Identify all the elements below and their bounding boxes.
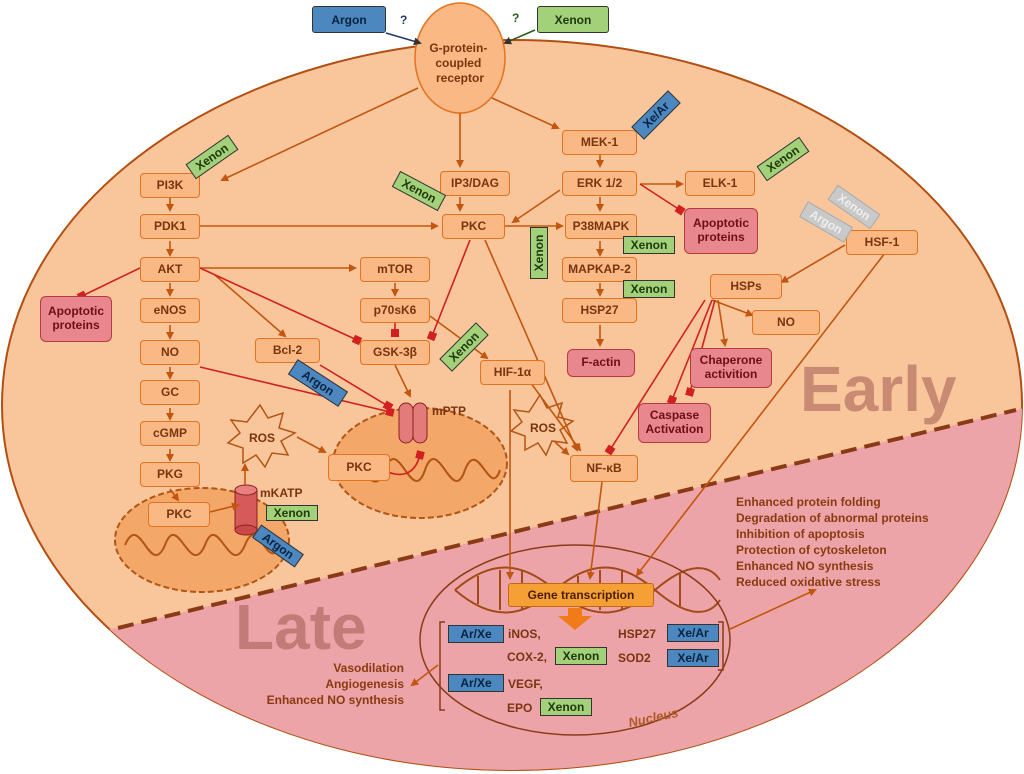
mptp-pore <box>398 402 428 444</box>
chaperone-line2: activition <box>704 367 758 381</box>
factin-node: F-actin <box>567 349 635 377</box>
early-outcome-3: Inhibition of apoptosis <box>736 527 865 541</box>
mptp-label: mPTP <box>432 404 467 418</box>
gc-node: GC <box>140 380 200 405</box>
late-outcome-1: Vasodilation <box>333 661 404 675</box>
apoptotic-proteins-right: Apoptotic proteins <box>684 208 758 254</box>
ros-star-right <box>509 393 575 457</box>
gene-sod2: SOD2 <box>618 651 651 665</box>
mek1-node: MEK-1 <box>562 130 637 155</box>
cgmp-node: cGMP <box>140 421 200 446</box>
mtor-node: mTOR <box>360 257 430 282</box>
ros-label-right: ROS <box>530 421 556 435</box>
svg-text:G-protein- coupled rec: G-protein- coupled receptor <box>429 41 490 85</box>
gpcr-label-2: coupled <box>435 56 481 70</box>
no-right-node: NO <box>752 310 820 335</box>
early-outcomes: Enhanced protein folding Degradation of … <box>736 494 929 590</box>
xenon-arrow-mkatp: Xenon <box>266 505 318 521</box>
ar-xe-arrow-vegf: Ar/Xe <box>448 674 504 692</box>
apoptotic-proteins-left: Apoptotic proteins <box>40 296 112 342</box>
xenon-arrow-cox2: Xenon <box>555 647 607 665</box>
apoptotic-left-line1: Apoptotic <box>48 304 104 319</box>
early-outcome-4: Protection of cytoskeleton <box>736 543 887 557</box>
pdk1-node: PDK1 <box>140 214 200 239</box>
early-outcome-2: Degradation of abnormal proteins <box>736 511 929 525</box>
transcription-arrow <box>558 608 592 630</box>
gene-transcription-box: Gene transcription <box>508 583 654 607</box>
mkatp-label: mKATP <box>260 486 303 500</box>
activation-arrows <box>166 87 886 687</box>
xenon-arrow-p38-vertical: Xenon <box>530 227 548 279</box>
apoptotic-right-line1: Apoptotic <box>693 216 749 231</box>
apoptotic-right-line2: proteins <box>697 230 745 244</box>
hsps-node: HSPs <box>710 274 782 299</box>
p38mapk-node: P38MAPK <box>565 214 637 239</box>
mapkap2-node: MAPKAP-2 <box>562 257 637 282</box>
question-mark-argon: ? <box>400 13 407 27</box>
early-phase-label: Early <box>800 353 957 425</box>
no-left-node: NO <box>140 340 200 365</box>
xenon-arrow-epo: Xenon <box>540 698 592 716</box>
hsp27-node: HSP27 <box>562 298 637 323</box>
caspase-line1: Caspase <box>649 408 700 423</box>
gpcr-label-1: G-protein- <box>429 41 487 55</box>
late-outcome-2: Angiogenesis <box>325 677 404 691</box>
xe-ar-arrow-hsp27: Xe/Ar <box>667 624 719 642</box>
pi3k-node: PI3K <box>140 173 200 198</box>
early-outcome-1: Enhanced protein folding <box>736 495 881 509</box>
dashed-lines <box>385 29 536 46</box>
xenon-arrow-mapkap2: Xenon <box>623 280 675 298</box>
xenon-arrow-p38: Xenon <box>623 236 675 254</box>
xe-ar-arrow-sod2: Xe/Ar <box>667 649 719 667</box>
pkc-center-node: PKC <box>442 214 505 239</box>
caspase-node: Caspase Activation <box>638 403 711 443</box>
pkg-node: PKG <box>140 462 200 487</box>
ros-label-left: ROS <box>249 431 275 445</box>
gene-vegf: VEGF, <box>508 677 543 691</box>
elk1-node: ELK-1 <box>685 171 755 196</box>
apoptotic-left-line2: proteins <box>52 318 100 332</box>
xenon-ligand: Xenon <box>537 6 609 33</box>
dna-helix <box>454 566 721 614</box>
late-phase-label: Late <box>235 591 367 663</box>
enos-node: eNOS <box>140 298 200 323</box>
p70sk6-node: p70sK6 <box>360 298 430 323</box>
caspase-line2: Activation <box>645 422 704 436</box>
mkatp-channel <box>234 484 258 536</box>
mitochondrion-right <box>332 407 508 519</box>
hif1a-node: HIF-1α <box>480 360 545 385</box>
gene-bracket <box>439 621 724 711</box>
late-outcomes: Vasodilation Angiogenesis Enhanced NO sy… <box>244 660 404 708</box>
bcl2-node: Bcl-2 <box>255 338 320 363</box>
gene-inos: iNOS, <box>508 627 541 641</box>
chaperone-line1: Chaperone <box>699 353 763 368</box>
gene-cox2: COX-2, <box>507 650 548 664</box>
late-outcome-3: Enhanced NO synthesis <box>266 693 404 707</box>
ros-star-left <box>226 403 297 469</box>
akt-node: AKT <box>140 257 200 282</box>
ar-xe-arrow-inos: Ar/Xe <box>448 625 504 643</box>
ip3dag-node: IP3/DAG <box>440 171 510 196</box>
nucleus <box>419 544 731 736</box>
gpcr-label-3: receptor <box>436 71 484 85</box>
pkc-mito-left-node: PKC <box>148 502 210 527</box>
erk-node: ERK 1/2 <box>562 171 637 196</box>
question-mark-xenon: ? <box>512 11 519 25</box>
early-outcome-6: Reduced oxidative stress <box>736 575 881 589</box>
argon-ligand: Argon <box>312 6 386 33</box>
pkc-mito-mid-node: PKC <box>328 454 390 481</box>
early-outcome-5: Enhanced NO synthesis <box>736 559 874 573</box>
factin-label: F-actin <box>581 355 621 370</box>
gene-hsp27: HSP27 <box>618 627 657 641</box>
gsk3b-node: GSK-3β <box>360 340 430 365</box>
gene-epo: EPO <box>507 701 533 715</box>
chaperone-node: Chaperone activition <box>690 348 772 388</box>
hsf1-node: HSF-1 <box>846 230 918 255</box>
nfkb-node: NF-κB <box>570 455 638 482</box>
